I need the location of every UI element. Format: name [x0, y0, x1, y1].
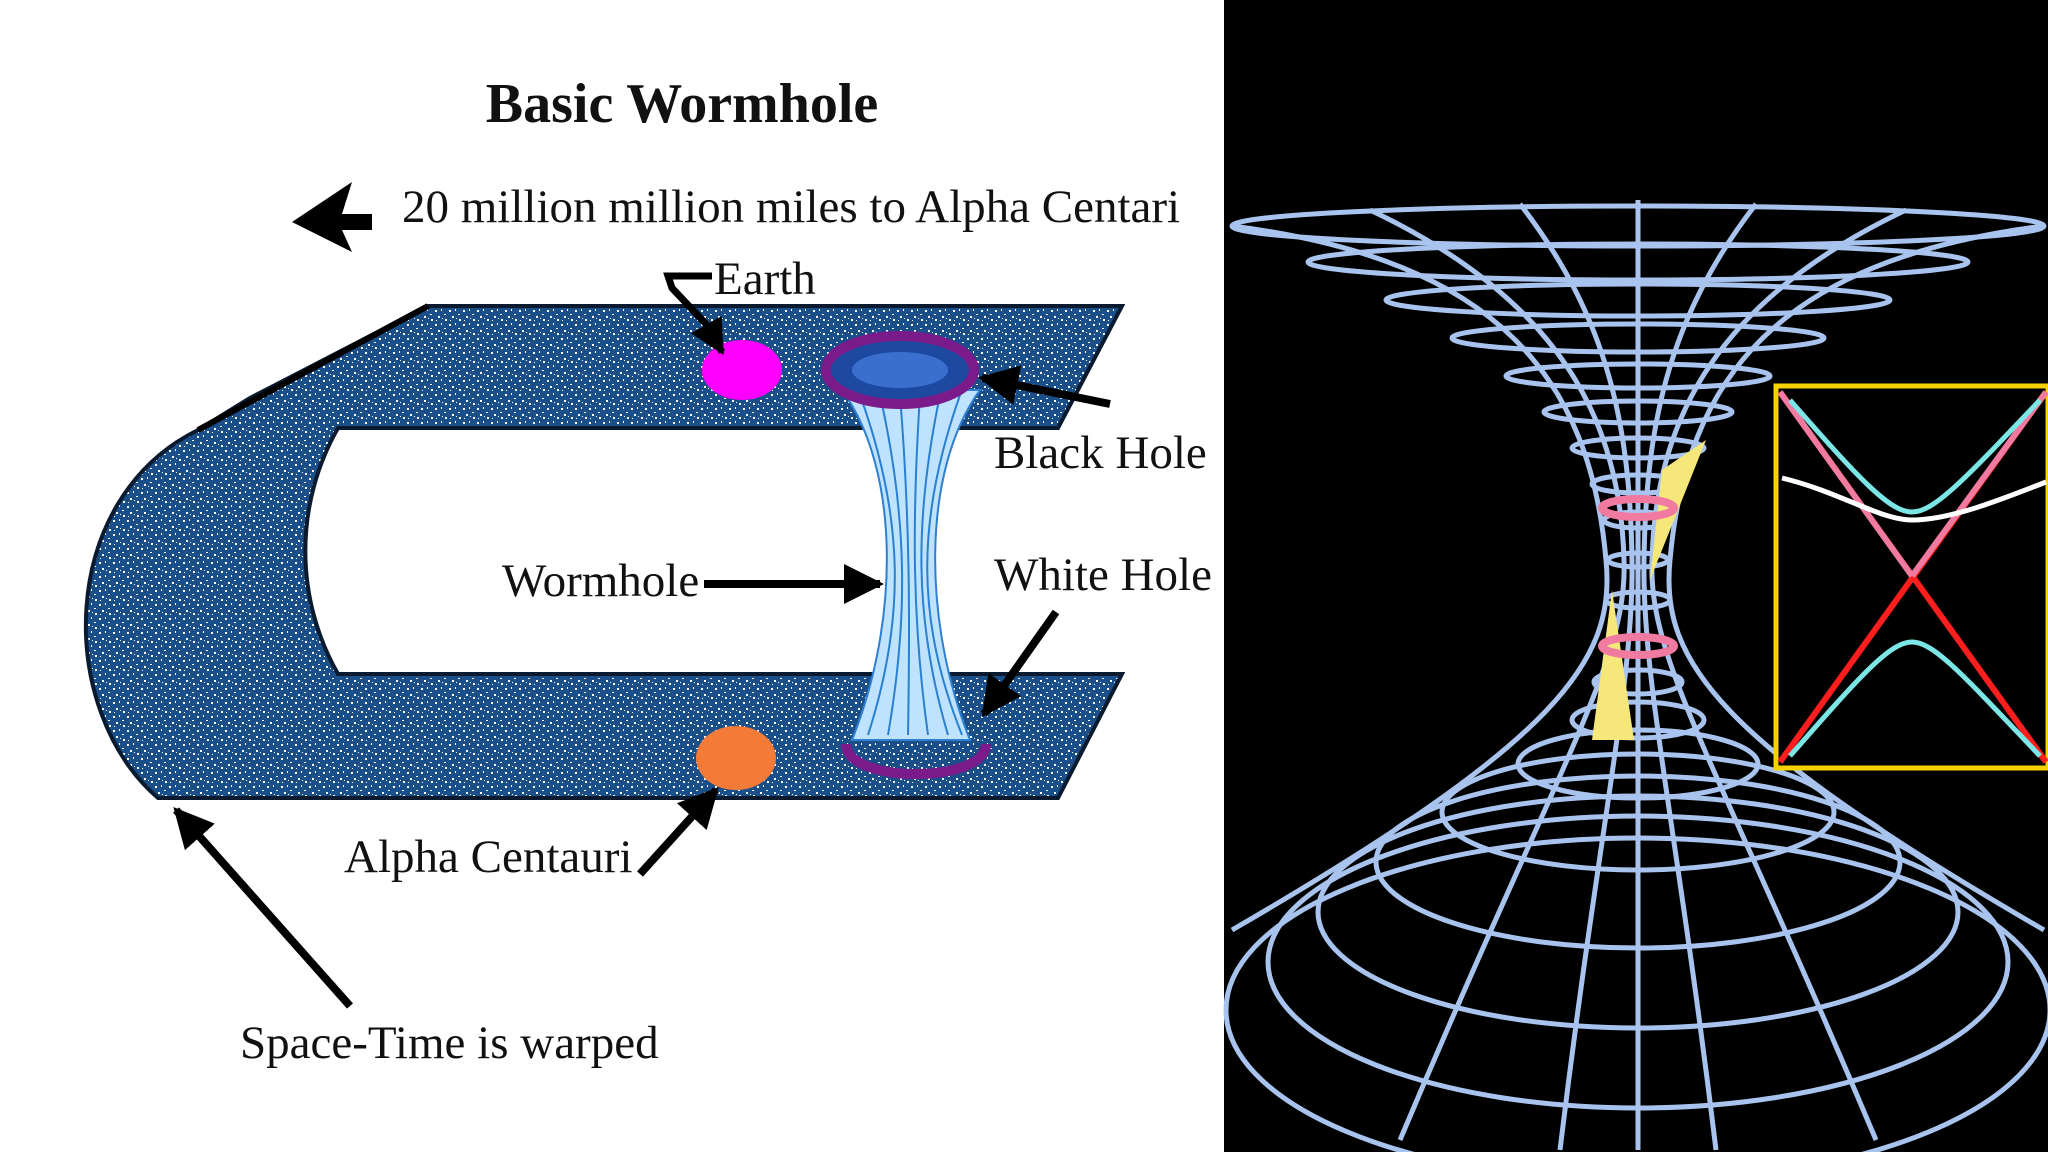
upper-throat-ring	[1598, 495, 1678, 521]
black-hole-pointer-arrow	[978, 365, 1111, 408]
white-hole-label: White Hole	[994, 549, 1212, 601]
diagram-title: Basic Wormhole	[486, 73, 879, 135]
distance-label: 20 million million miles to Alpha Centar…	[402, 181, 1180, 233]
inset-pink-line-1	[1777, 390, 1915, 578]
left-pointing-arrow-icon	[292, 182, 372, 252]
inset-white-curve	[1781, 475, 2047, 523]
white-hole-pointer-arrow	[980, 609, 1060, 718]
lower-light-cone	[1592, 590, 1634, 740]
sheet-fold-edge	[196, 303, 430, 433]
spacetime-sheet	[84, 304, 1126, 800]
basic-wormhole-diagram: Basic Wormhole 20 million million miles …	[84, 73, 1212, 1069]
wormhole-embedding-panel	[1223, 0, 2048, 1152]
earth-label: Earth	[714, 253, 816, 305]
black-hole-center	[852, 352, 948, 388]
wormhole-label: Wormhole	[502, 555, 699, 607]
earth-body	[702, 340, 782, 400]
inset-spacetime-diagram	[1773, 383, 2048, 771]
spacetime-label: Space-Time is warped	[240, 1017, 659, 1069]
alpha-centauri-label: Alpha Centauri	[344, 831, 632, 883]
upper-light-cone	[1650, 440, 1706, 580]
inset-lower-hyperbola	[1788, 639, 2042, 758]
spacetime-pointer-arrow	[173, 807, 353, 1009]
alpha-centauri-pointer-arrow	[637, 787, 719, 877]
white-hole-ring	[841, 742, 991, 779]
inset-pink-line-2	[1909, 390, 2048, 578]
embedding-grid	[1223, 200, 2048, 1152]
inset-upper-hyperbola	[1788, 398, 2042, 515]
wormhole-throat	[840, 389, 982, 741]
earth-pointer-arrow	[663, 272, 726, 356]
black-hole-label: Black Hole	[994, 427, 1207, 479]
lower-throat-ring	[1598, 633, 1678, 659]
alpha-centauri-body	[696, 726, 776, 790]
